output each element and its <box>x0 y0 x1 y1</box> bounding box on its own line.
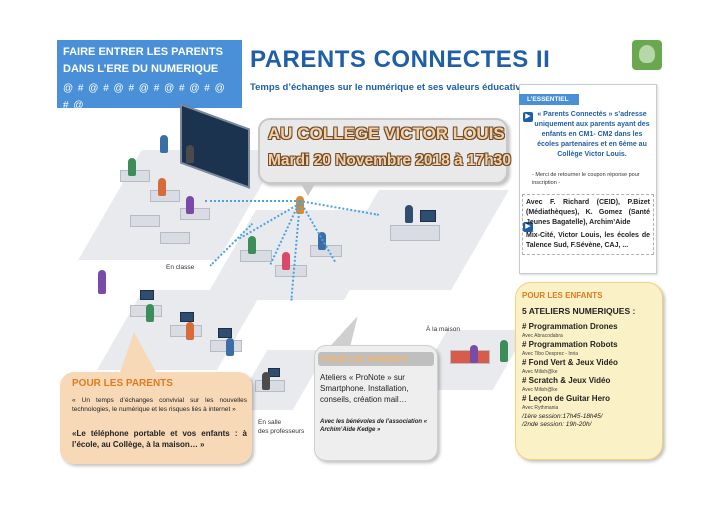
tree-logo-icon <box>632 40 662 70</box>
workshop-provider: Avec Milish@ke <box>522 369 558 375</box>
essentiel-intro: « Parents Connectés » s’adresse uniqueme… <box>534 111 650 158</box>
office-desk <box>390 225 440 241</box>
parents-left-title: POUR LES PARENTS <box>72 378 173 389</box>
session-2-time: /2nde session: 19h-20h/ <box>522 421 592 428</box>
partners-list: Avec F. Richard (CEID), P.Bizet (Médiath… <box>522 194 654 255</box>
label-staff-room-line-1: En salle <box>258 419 282 426</box>
workshop-label: # Programmation Robots <box>522 340 618 349</box>
child-figure <box>470 345 478 363</box>
teacher-figure <box>160 135 168 153</box>
label-in-class: En classe <box>166 264 195 271</box>
partners-text-2: Mix-Cité, Victor Louis, les écoles de Ta… <box>526 232 650 249</box>
parent-figure <box>500 340 508 362</box>
essentiel-note: - Merci de retourner le coupon réponse p… <box>532 172 640 186</box>
student-figure <box>226 338 234 356</box>
workshop-label: # Scratch & Jeux Vidéo <box>522 376 611 385</box>
monitor-icon <box>218 328 232 338</box>
student-figure <box>186 322 194 340</box>
workshop-label: # Fond Vert & Jeux Vidéo <box>522 358 618 367</box>
workshop-provider: Avec Abracodabra <box>522 333 563 339</box>
student-figure <box>186 196 194 214</box>
label-staff-room: En salle des professeurs <box>258 418 304 436</box>
teacher-figure <box>98 270 106 294</box>
children-callout <box>515 282 663 460</box>
page-title: PARENTS CONNECTES II <box>250 46 551 73</box>
student-figure <box>248 236 256 254</box>
student-figure <box>318 232 326 250</box>
monitor-icon <box>420 210 436 222</box>
parents-middle-credit: Avec les bénévoles de l’association « Ar… <box>320 419 428 433</box>
student-figure <box>128 158 136 176</box>
desk <box>180 208 210 220</box>
workshop-label: # Programmation Drones <box>522 322 618 331</box>
parents-left-text-1: « Un temps d’échanges convivial sur les … <box>72 397 247 413</box>
workshop-item: # Leçon de Guitar Hero Avec Rythmania <box>522 394 658 412</box>
network-link <box>205 200 300 202</box>
parents-callout-left <box>60 332 252 464</box>
teacher-figure <box>262 372 270 390</box>
label-at-home: À la maison <box>426 326 460 333</box>
workshop-provider: Avec Rythmania <box>522 405 559 411</box>
workshop-item: # Scratch & Jeux Vidéo Avec Milish@ke <box>522 376 658 394</box>
monitor-icon <box>140 290 154 300</box>
essentiel-card <box>519 84 657 274</box>
parents-middle-title: POUR LES PARENTS <box>318 352 434 366</box>
teacher-figure <box>186 145 194 163</box>
venue-bubble <box>258 118 508 196</box>
session-1-time: /1ère session:17h45-18h45/ <box>522 413 603 420</box>
header-line-2: DANS L’ERE DU NUMERIQUE <box>63 63 219 75</box>
teacher-figure <box>296 196 304 214</box>
arrow-right-icon: ▶ <box>523 112 533 122</box>
page-subtitle: Temps d’échanges sur le numérique et ses… <box>250 82 532 93</box>
event-date: Mardi 20 Novembre 2018 à 17h30 <box>268 152 511 169</box>
workshop-provider: Avec Milish@ke <box>522 387 558 393</box>
workshop-item: # Fond Vert & Jeux Vidéo Avec Milish@ke <box>522 358 658 376</box>
student-figure <box>146 304 154 322</box>
arrow-right-icon: ▶ <box>523 222 533 232</box>
header-line-1: FAIRE ENTRER LES PARENTS <box>63 46 223 58</box>
essentiel-heading: L’ESSENTIEL <box>519 94 579 105</box>
workshop-item: # Programmation Robots Avec Tibo Desprez… <box>522 340 658 358</box>
workshop-list: # Programmation Drones Avec Abracodabra … <box>522 322 658 429</box>
header-symbols: @ # @ # @ # @ # @ # @ # @ # @ <box>63 83 226 111</box>
label-staff-room-line-2: des professeurs <box>258 428 305 435</box>
workshop-provider: Avec Tibo Desprez - Inria <box>522 351 579 357</box>
parents-middle-body: Ateliers « ProNote » sur Smartphone. Ins… <box>320 373 409 404</box>
workshop-item: # Programmation Drones Avec Abracodabra <box>522 322 658 340</box>
children-title: POUR LES ENFANTS <box>522 291 603 300</box>
children-subtitle: 5 ATELIERS NUMERIQUES : <box>522 306 636 316</box>
parents-left-text-2: «Le téléphone portable et vos enfants : … <box>72 429 247 449</box>
student-figure <box>282 252 290 270</box>
desk <box>160 232 190 244</box>
workshop-label: # Leçon de Guitar Hero <box>522 394 611 403</box>
desk <box>275 265 307 277</box>
student-figure <box>158 178 166 196</box>
office-worker-figure <box>405 205 413 223</box>
venue-name: AU COLLEGE VICTOR LOUIS <box>268 124 505 143</box>
monitor-icon <box>180 312 194 322</box>
staff-desk <box>255 380 285 392</box>
partners-text-1: Avec F. Richard (CEID), P.Bizet (Médiath… <box>526 199 650 226</box>
desk <box>240 250 272 262</box>
desk <box>130 215 160 227</box>
header-title-box: FAIRE ENTRER LES PARENTS DANS L’ERE DU N… <box>57 40 242 111</box>
